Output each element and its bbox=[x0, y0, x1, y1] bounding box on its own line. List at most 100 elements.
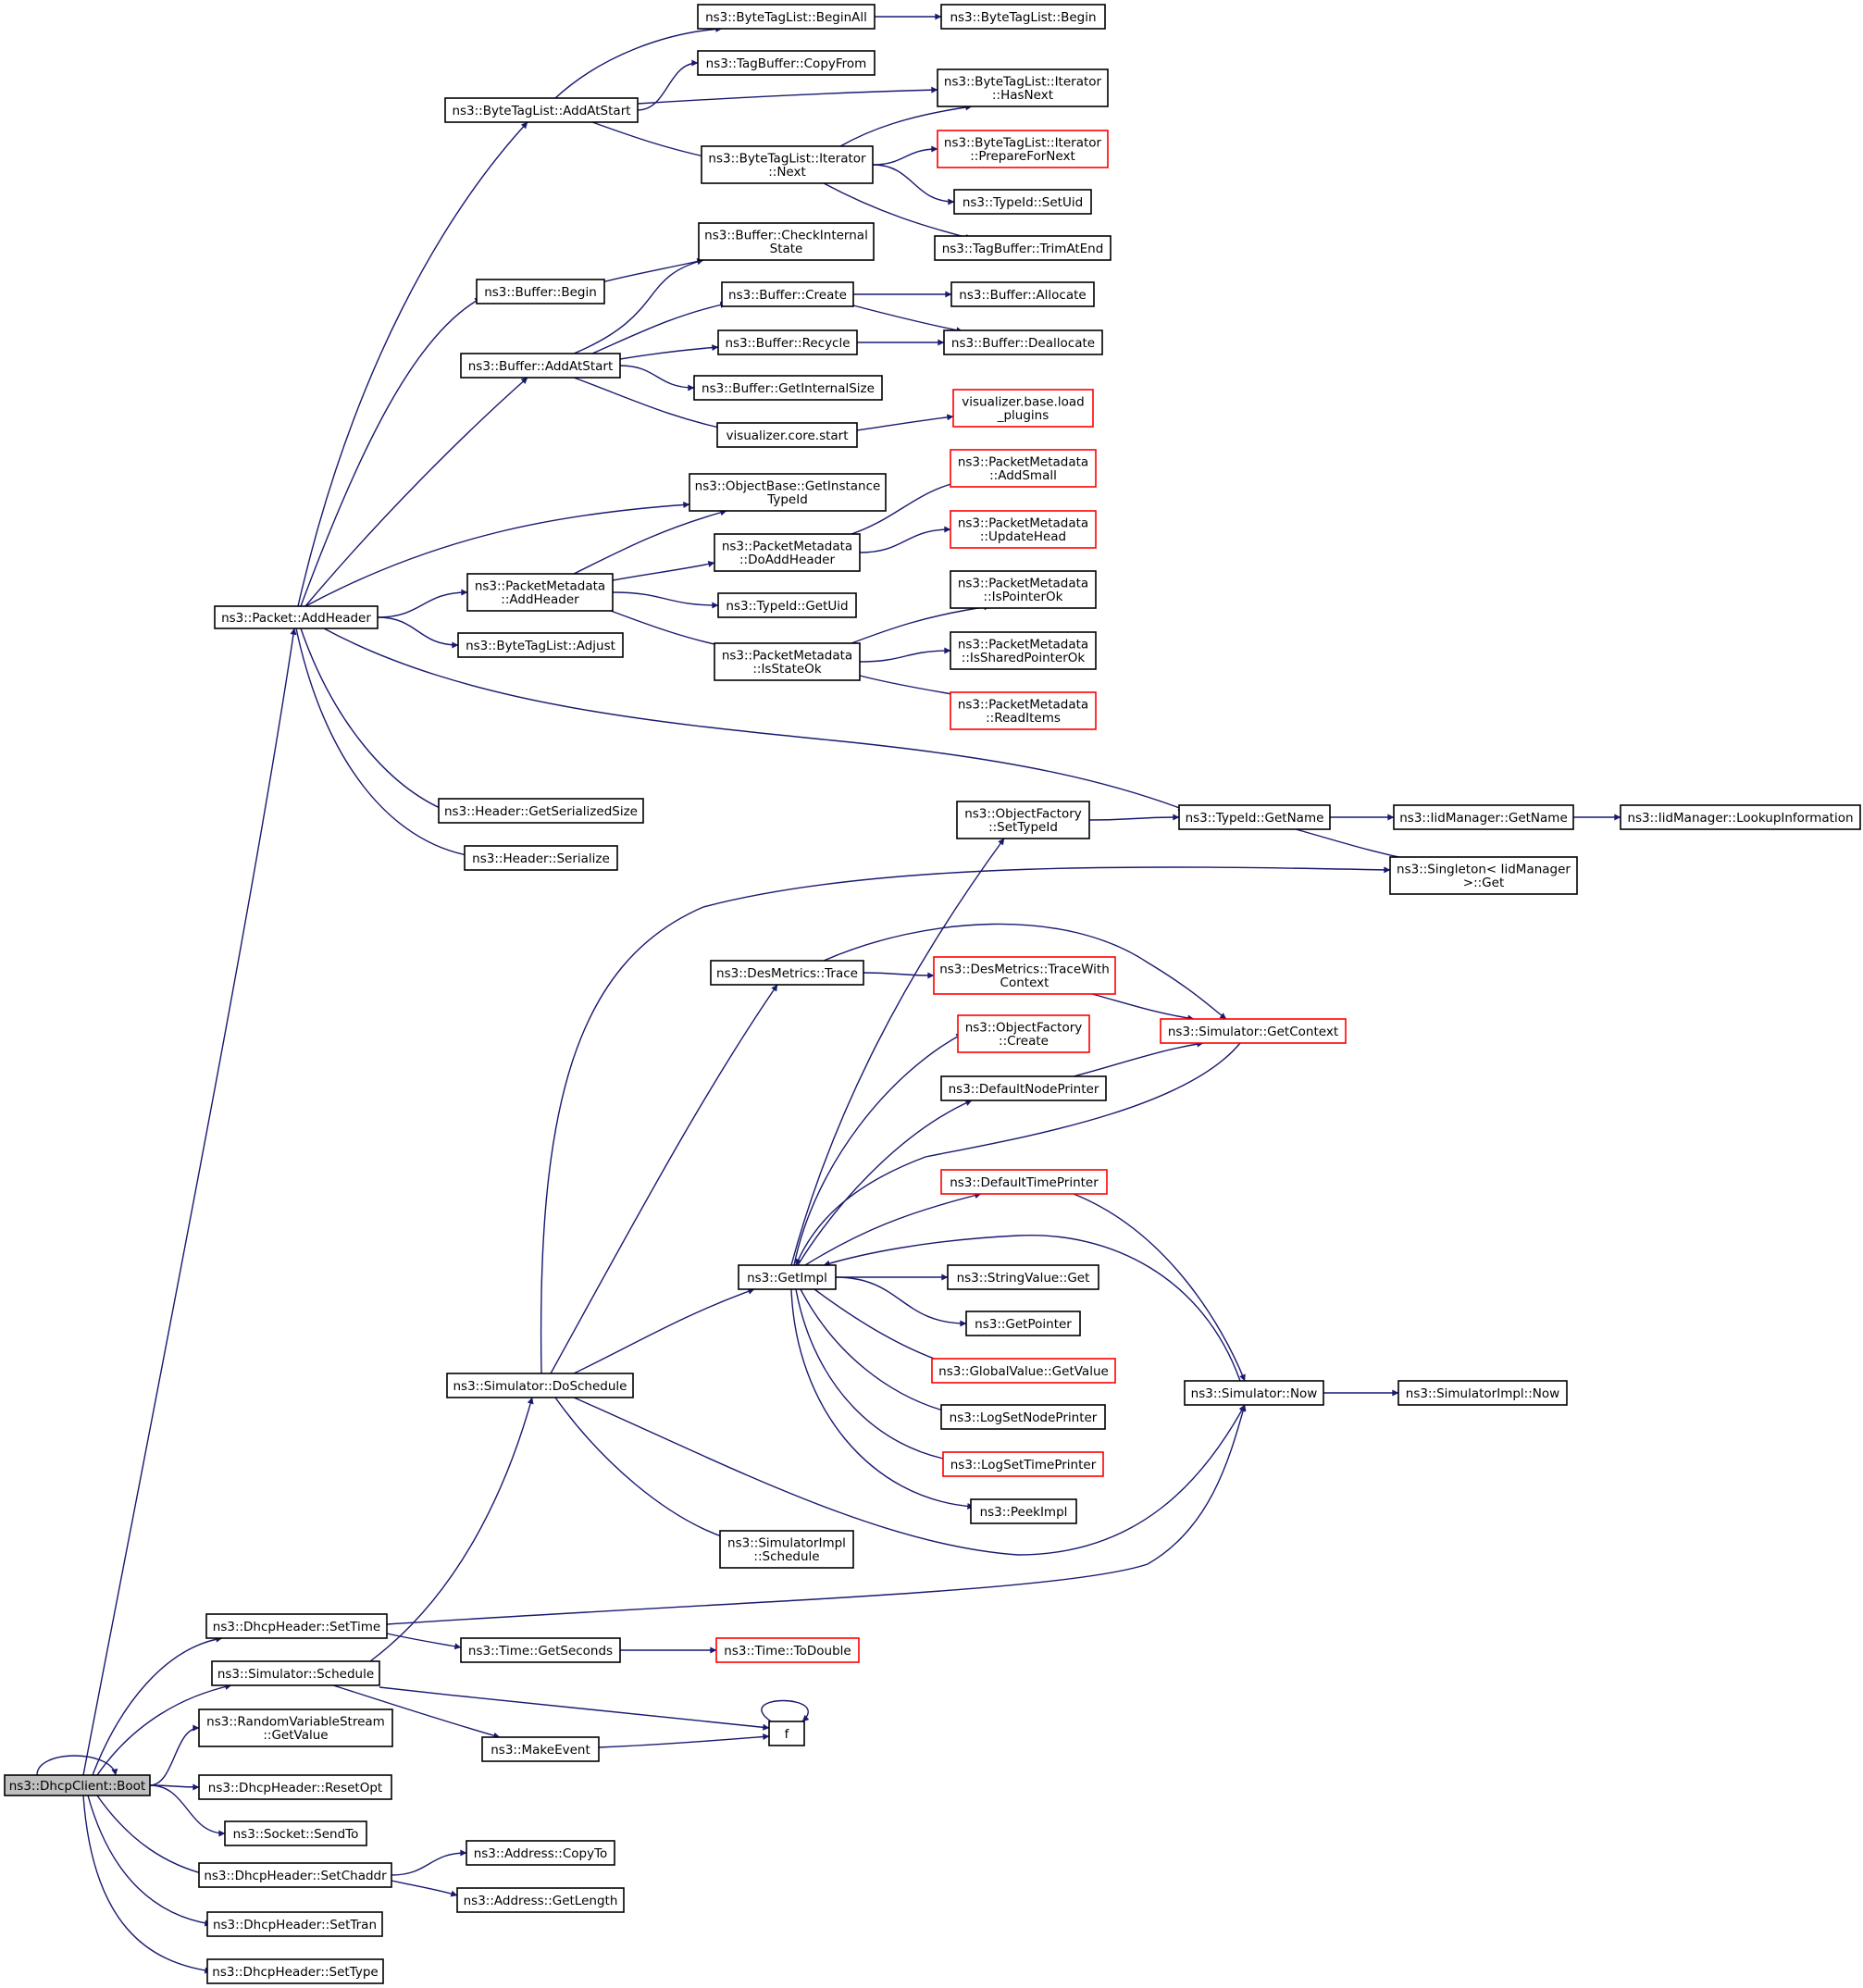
node-label: ns3::PacketMetadata bbox=[958, 698, 1088, 713]
node-pm-addheader[interactable]: ns3::PacketMetadata::AddHeader bbox=[466, 573, 614, 612]
node-sim-getctx[interactable]: ns3::Simulator::GetContext bbox=[1160, 1018, 1347, 1044]
node-label: ns3::Buffer::CheckInternal bbox=[704, 229, 868, 243]
node-label: ns3::ObjectFactory bbox=[964, 807, 1082, 822]
node-buf-dealloc[interactable]: ns3::Buffer::Deallocate bbox=[943, 329, 1103, 355]
node-pm-updatehead[interactable]: ns3::PacketMetadata::UpdateHead bbox=[950, 510, 1097, 549]
node-hdr-getsersize[interactable]: ns3::Header::GetSerializedSize bbox=[438, 798, 644, 824]
node-btl-addatstart[interactable]: ns3::ByteTagList::AddAtStart bbox=[444, 97, 639, 123]
node-hdr-serialize[interactable]: ns3::Header::Serialize bbox=[464, 845, 618, 871]
node-addr-getlength[interactable]: ns3::Address::GetLength bbox=[456, 1887, 625, 1913]
node-pm-readitems[interactable]: ns3::PacketMetadata::ReadItems bbox=[950, 691, 1097, 730]
node-sim-now[interactable]: ns3::Simulator::Now bbox=[1184, 1380, 1324, 1406]
node-socket-sendto[interactable]: ns3::Socket::SendTo bbox=[224, 1820, 367, 1846]
edge-pm-isstateok-to-pm-readitems bbox=[859, 675, 963, 699]
node-strval-get[interactable]: ns3::StringValue::Get bbox=[947, 1264, 1099, 1290]
node-iid-lookup[interactable]: ns3::IidManager::LookupInformation bbox=[1620, 804, 1861, 830]
node-tagbuf-copyfrom[interactable]: ns3::TagBuffer::CopyFrom bbox=[697, 50, 876, 76]
node-getimpl[interactable]: ns3::GetImpl bbox=[738, 1264, 837, 1290]
node-desm-trace[interactable]: ns3::DesMetrics::Trace bbox=[710, 960, 864, 986]
node-dhcp-settran[interactable]: ns3::DhcpHeader::SetTran bbox=[206, 1911, 383, 1937]
node-makeevent[interactable]: ns3::MakeEvent bbox=[481, 1736, 600, 1762]
node-time-todouble[interactable]: ns3::Time::ToDouble bbox=[715, 1637, 860, 1663]
node-f[interactable]: f bbox=[768, 1721, 805, 1746]
node-of-create[interactable]: ns3::ObjectFactory::Create bbox=[957, 1014, 1090, 1053]
node-gv-getvalue[interactable]: ns3::GlobalValue::GetValue bbox=[931, 1358, 1116, 1384]
node-singleton-get[interactable]: ns3::Singleton< IidManager>::Get bbox=[1389, 856, 1578, 895]
node-pm-issharedok[interactable]: ns3::PacketMetadata::IsSharedPointerOk bbox=[950, 631, 1097, 670]
node-label: State bbox=[770, 242, 803, 256]
node-pm-isstateok[interactable]: ns3::PacketMetadata::IsStateOk bbox=[714, 642, 861, 681]
node-buf-create[interactable]: ns3::Buffer::Create bbox=[721, 281, 854, 307]
node-label: ns3::GetPointer bbox=[975, 1317, 1072, 1332]
node-typeid-setuid[interactable]: ns3::TypeId::SetUid bbox=[953, 189, 1092, 215]
edge-pm-isstateok-to-pm-issharedok bbox=[859, 647, 951, 663]
node-buf-addatstart[interactable]: ns3::Buffer::AddAtStart bbox=[460, 353, 621, 379]
node-box bbox=[466, 573, 614, 612]
node-of-settypeid[interactable]: ns3::ObjectFactory::SetTypeId bbox=[956, 801, 1090, 839]
node-label: ns3::ByteTagList::Begin bbox=[950, 10, 1096, 25]
node-box bbox=[198, 1862, 392, 1888]
edge-getimpl-to-deftimeprinter bbox=[804, 1192, 982, 1266]
node-buf-begin[interactable]: ns3::Buffer::Begin bbox=[476, 279, 605, 304]
node-label: ns3::DhcpHeader::SetTime bbox=[213, 1620, 380, 1634]
node-vis-load[interactable]: visualizer.base.load_plugins bbox=[952, 389, 1094, 428]
node-box bbox=[1178, 804, 1331, 830]
node-label: ns3::IidManager::LookupInformation bbox=[1627, 811, 1853, 826]
node-logsetnode[interactable]: ns3::LogSetNodePrinter bbox=[940, 1404, 1106, 1430]
node-dhcp-settype[interactable]: ns3::DhcpHeader::SetType bbox=[206, 1958, 384, 1984]
node-btl-beginall[interactable]: ns3::ByteTagList::BeginAll bbox=[697, 4, 876, 30]
node-dhcp-settime[interactable]: ns3::DhcpHeader::SetTime bbox=[205, 1613, 388, 1639]
node-getpointer[interactable]: ns3::GetPointer bbox=[965, 1311, 1081, 1336]
node-rvs-getvalue[interactable]: ns3::RandomVariableStream::GetValue bbox=[198, 1708, 393, 1747]
node-box bbox=[697, 4, 876, 30]
node-buf-getinternal[interactable]: ns3::Buffer::GetInternalSize bbox=[693, 375, 883, 401]
node-buf-recycle[interactable]: ns3::Buffer::Recycle bbox=[717, 329, 858, 355]
node-iid-getname[interactable]: ns3::IidManager::GetName bbox=[1393, 804, 1574, 830]
node-logsettime[interactable]: ns3::LogSetTimePrinter bbox=[942, 1451, 1104, 1477]
node-sim-doschedule[interactable]: ns3::Simulator::DoSchedule bbox=[446, 1373, 634, 1398]
node-btl-it-next[interactable]: ns3::ByteTagList::Iterator::Next bbox=[701, 145, 874, 184]
node-box bbox=[714, 642, 861, 681]
node-pm-addsmall[interactable]: ns3::PacketMetadata::AddSmall bbox=[950, 449, 1097, 488]
node-deftimeprinter[interactable]: ns3::DefaultTimePrinter bbox=[940, 1169, 1108, 1195]
node-pm-ispointerok[interactable]: ns3::PacketMetadata::IsPointerOk bbox=[950, 570, 1097, 609]
node-box bbox=[953, 189, 1092, 215]
node-defnodeprinter[interactable]: ns3::DefaultNodePrinter bbox=[940, 1075, 1107, 1101]
edge-getimpl-to-defnodeprinter bbox=[797, 1100, 973, 1266]
node-dhcp-resetopt[interactable]: ns3::DhcpHeader::ResetOpt bbox=[198, 1774, 392, 1800]
node-dhcp-setchaddr[interactable]: ns3::DhcpHeader::SetChaddr bbox=[198, 1862, 392, 1888]
edge-of-settypeid-to-typeid-getname bbox=[1088, 814, 1180, 821]
node-addr-copyto[interactable]: ns3::Address::CopyTo bbox=[466, 1840, 615, 1866]
node-addheader[interactable]: ns3::Packet::AddHeader bbox=[214, 605, 379, 629]
node-btl-it-hasnext[interactable]: ns3::ByteTagList::Iterator::HasNext bbox=[937, 68, 1109, 107]
node-simimpl-now[interactable]: ns3::SimulatorImpl::Now bbox=[1397, 1380, 1568, 1406]
node-time-getsec[interactable]: ns3::Time::GetSeconds bbox=[460, 1637, 621, 1663]
node-typeid-getname[interactable]: ns3::TypeId::GetName bbox=[1178, 804, 1331, 830]
edge-pm-addheader-to-objbase-getinst bbox=[573, 509, 727, 575]
edge-dhcp-setchaddr-to-addr-getlength bbox=[391, 1880, 458, 1897]
node-box bbox=[689, 473, 887, 512]
node-boot[interactable]: ns3::DhcpClient::Boot bbox=[4, 1774, 151, 1796]
node-label: ns3::StringValue::Get bbox=[957, 1271, 1090, 1286]
edge-btl-it-next-to-typeid-setuid bbox=[872, 164, 955, 205]
node-simimpl-sched[interactable]: ns3::SimulatorImpl::Schedule bbox=[719, 1530, 854, 1569]
node-peekimpl[interactable]: ns3::PeekImpl bbox=[970, 1498, 1077, 1524]
node-sim-schedule[interactable]: ns3::Simulator::Schedule bbox=[211, 1660, 380, 1686]
node-btl-begin[interactable]: ns3::ByteTagList::Begin bbox=[940, 4, 1106, 30]
node-label: ::IsSharedPointerOk bbox=[962, 651, 1086, 665]
node-box bbox=[716, 422, 858, 448]
node-btl-adjust[interactable]: ns3::ByteTagList::Adjust bbox=[457, 632, 624, 658]
node-buf-allocate[interactable]: ns3::Buffer::Allocate bbox=[950, 281, 1095, 307]
node-typeid-getuid[interactable]: ns3::TypeId::GetUid bbox=[717, 592, 857, 618]
node-label: ns3::TagBuffer::CopyFrom bbox=[706, 56, 867, 71]
node-box bbox=[1389, 856, 1578, 895]
node-vis-start[interactable]: visualizer.core.start bbox=[716, 422, 858, 448]
node-box bbox=[714, 533, 861, 572]
node-tagbuf-trim[interactable]: ns3::TagBuffer::TrimAtEnd bbox=[934, 235, 1112, 261]
node-pm-doaddheader[interactable]: ns3::PacketMetadata::DoAddHeader bbox=[714, 533, 861, 572]
node-label: ::IsPointerOk bbox=[984, 590, 1063, 604]
node-btl-it-prepare[interactable]: ns3::ByteTagList::Iterator::PrepareForNe… bbox=[937, 130, 1109, 168]
